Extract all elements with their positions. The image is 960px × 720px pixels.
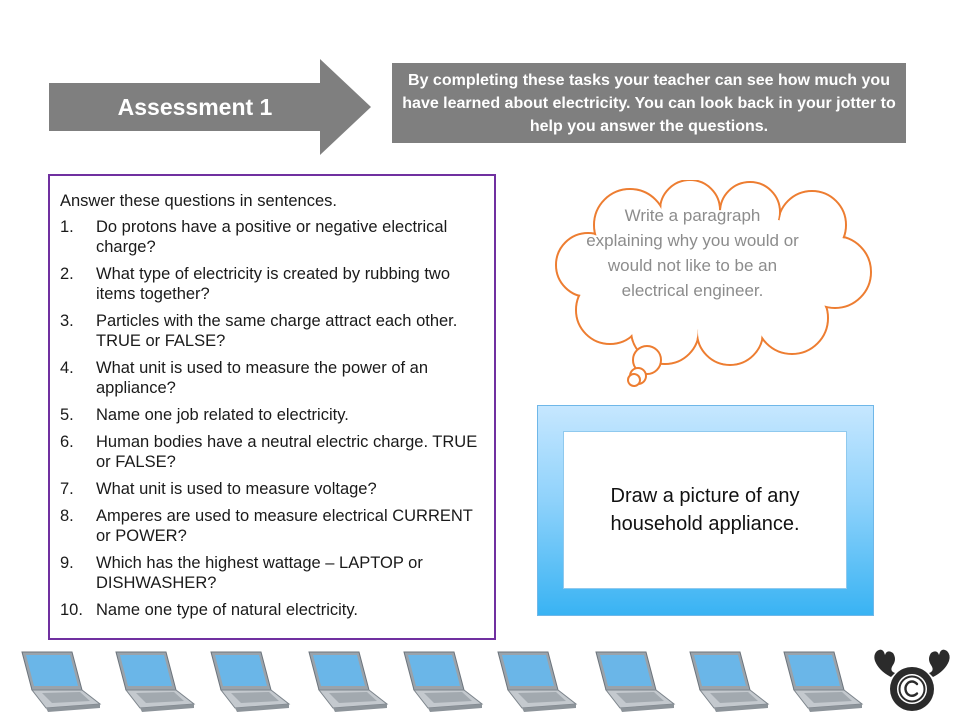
question-item: 10. Name one type of natural electricity. xyxy=(60,600,488,620)
question-number: 9. xyxy=(60,554,74,572)
question-number: 1. xyxy=(60,218,74,236)
question-number: 8. xyxy=(60,507,74,525)
moose-copyright-logo xyxy=(874,649,950,711)
question-number: 10. xyxy=(60,601,83,619)
question-text: Amperes are used to measure electrical C… xyxy=(96,507,473,545)
laptop-icon xyxy=(21,651,102,712)
question-number: 4. xyxy=(60,359,74,377)
question-list: 1. Do protons have a positive or negative… xyxy=(60,217,488,620)
intro-text: By completing these tasks your teacher c… xyxy=(402,71,896,135)
question-item: 7. What unit is used to measure voltage? xyxy=(60,479,488,499)
question-text: Name one type of natural electricity. xyxy=(96,601,358,619)
question-text: Particles with the same charge attract e… xyxy=(96,312,458,350)
laptop-icon xyxy=(497,651,578,712)
laptop-icon xyxy=(689,651,770,712)
laptop-icon xyxy=(308,651,389,712)
laptop-icon xyxy=(210,651,291,712)
cloud-prompt-text: Write a paragraph explaining why you wou… xyxy=(586,206,799,300)
question-text: Human bodies have a neutral electric cha… xyxy=(96,433,478,471)
question-text: Do protons have a positive or negative e… xyxy=(96,218,448,256)
question-item: 4. What unit is used to measure the power… xyxy=(60,358,488,398)
question-text: What type of electricity is created by r… xyxy=(96,265,450,303)
question-number: 6. xyxy=(60,433,74,451)
question-number: 7. xyxy=(60,480,74,498)
thought-cloud-icon xyxy=(555,180,872,387)
drawing-area[interactable]: Draw a picture of any household applianc… xyxy=(563,431,847,589)
question-text: What unit is used to measure the power o… xyxy=(96,359,429,397)
question-item: 1. Do protons have a positive or negative… xyxy=(60,217,488,257)
question-item: 3. Particles with the same charge attract… xyxy=(60,311,488,351)
question-item: 5. Name one job related to electricity. xyxy=(60,405,488,425)
laptop-icon xyxy=(115,651,196,712)
laptop-icon xyxy=(783,651,864,712)
question-number: 3. xyxy=(60,312,74,330)
questions-panel: Answer these questions in sentences. 1. D… xyxy=(48,174,496,640)
drawing-prompt: Draw a picture of any household applianc… xyxy=(610,485,800,535)
assessment-title: Assessment 1 xyxy=(117,93,273,120)
assessment-arrow xyxy=(49,59,371,155)
question-item: 6. Human bodies have a neutral electric c… xyxy=(60,432,488,472)
laptop-icon xyxy=(403,651,484,712)
question-number: 2. xyxy=(60,265,74,283)
questions-heading: Answer these questions in sentences. xyxy=(60,192,337,210)
intro-banner: By completing these tasks your teacher c… xyxy=(392,63,906,143)
laptop-icon xyxy=(595,651,676,712)
question-text: Which has the highest wattage – LAPTOP o… xyxy=(96,554,423,592)
question-item: 8. Amperes are used to measure electrical… xyxy=(60,506,488,546)
question-text: What unit is used to measure voltage? xyxy=(96,480,377,498)
question-item: 2. What type of electricity is created by… xyxy=(60,264,488,304)
question-item: 9. Which has the highest wattage – LAPTOP… xyxy=(60,553,488,593)
question-text: Name one job related to electricity. xyxy=(96,406,349,424)
question-number: 5. xyxy=(60,406,74,424)
